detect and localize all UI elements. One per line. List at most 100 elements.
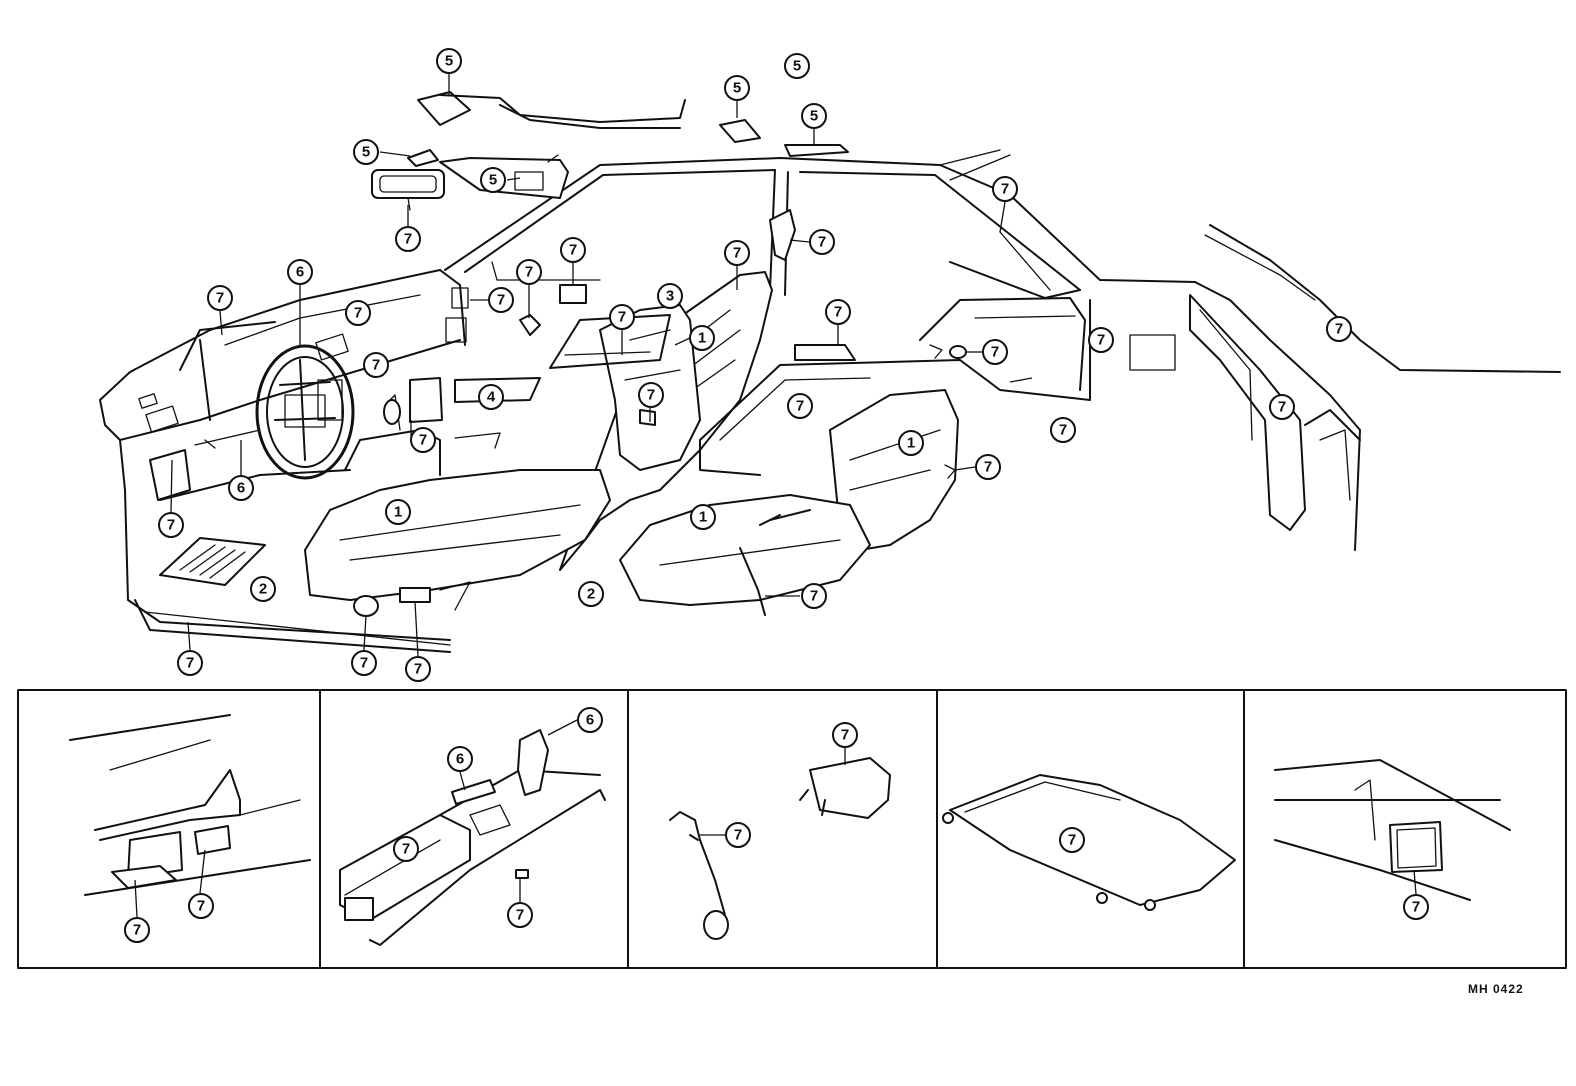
callout: 7: [724, 240, 750, 266]
svg-text:7: 7: [1097, 332, 1105, 349]
svg-text:7: 7: [402, 841, 410, 858]
inset-package-tray: [942, 774, 1236, 911]
svg-text:5: 5: [810, 108, 818, 125]
svg-text:7: 7: [372, 357, 380, 374]
svg-text:7: 7: [618, 309, 626, 326]
callout: 7: [982, 339, 1008, 365]
svg-text:7: 7: [834, 304, 842, 321]
callout: 7: [638, 382, 664, 408]
callout: 7: [158, 512, 184, 538]
inset-glovebox: [69, 714, 311, 896]
callout: 7: [725, 822, 751, 848]
callout: 1: [898, 430, 924, 456]
callout: 7: [351, 650, 377, 676]
callout: 2: [250, 576, 276, 602]
callout: 7: [363, 352, 389, 378]
drawing-code: MH 0422: [1468, 982, 1524, 996]
inset-console: [339, 729, 606, 946]
svg-text:5: 5: [489, 172, 497, 189]
callout: 1: [385, 499, 411, 525]
callout: 7: [1059, 827, 1085, 853]
svg-text:6: 6: [586, 712, 594, 729]
callout: 7: [405, 656, 431, 682]
svg-text:7: 7: [810, 588, 818, 605]
callout: 7: [516, 259, 542, 285]
svg-text:4: 4: [487, 389, 496, 406]
svg-text:7: 7: [1001, 181, 1009, 198]
svg-text:7: 7: [516, 907, 524, 924]
callout: 7: [609, 304, 635, 330]
inset-tools: [669, 757, 891, 940]
callout: 7: [188, 893, 214, 919]
svg-text:1: 1: [394, 504, 402, 521]
callout: 2: [578, 581, 604, 607]
svg-text:7: 7: [647, 387, 655, 404]
svg-text:7: 7: [796, 398, 804, 415]
svg-text:5: 5: [445, 53, 453, 70]
callout: 7: [488, 287, 514, 313]
svg-text:1: 1: [698, 330, 706, 347]
callout: 5: [480, 167, 506, 193]
svg-text:2: 2: [259, 581, 267, 598]
callout: 7: [832, 722, 858, 748]
callout: 6: [228, 475, 254, 501]
svg-text:7: 7: [1335, 321, 1343, 338]
svg-text:7: 7: [841, 727, 849, 744]
svg-text:7: 7: [419, 432, 427, 449]
callout: 7: [1088, 327, 1114, 353]
svg-text:7: 7: [525, 264, 533, 281]
inset-panels: [17, 689, 1567, 969]
svg-text:6: 6: [296, 264, 304, 281]
callout: 7: [1403, 894, 1429, 920]
svg-text:6: 6: [237, 480, 245, 497]
callout: 3: [657, 283, 683, 309]
callout: 7: [787, 393, 813, 419]
svg-text:7: 7: [984, 459, 992, 476]
svg-text:7: 7: [1059, 422, 1067, 439]
callout: 5: [784, 53, 810, 79]
callout: 7: [1269, 394, 1295, 420]
svg-text:2: 2: [587, 586, 595, 603]
callout: 6: [447, 746, 473, 772]
callout: 7: [345, 300, 371, 326]
leader-lines: [134, 74, 1417, 918]
svg-text:7: 7: [1278, 399, 1286, 416]
callout: 7: [410, 427, 436, 453]
callout: 6: [577, 707, 603, 733]
callout: 1: [689, 325, 715, 351]
svg-text:7: 7: [414, 661, 422, 678]
svg-text:7: 7: [733, 245, 741, 262]
callout: 1: [690, 504, 716, 530]
callout: 7: [507, 902, 533, 928]
svg-text:7: 7: [818, 234, 826, 251]
svg-text:5: 5: [362, 144, 370, 161]
svg-text:6: 6: [456, 751, 464, 768]
callout-bubbles: 5 5 5 5 5 5 7 7 7 7 7 7 6 7 7 7 7 3 7 1 …: [124, 48, 1352, 943]
overhead-accessories: [371, 91, 849, 211]
vehicle-interior-illustration: [99, 149, 1561, 653]
svg-text:7: 7: [497, 292, 505, 309]
svg-text:7: 7: [734, 827, 742, 844]
callout: 7: [1326, 316, 1352, 342]
callout: 5: [353, 139, 379, 165]
callout: 7: [395, 226, 421, 252]
svg-text:7: 7: [167, 517, 175, 534]
callout: 7: [1050, 417, 1076, 443]
svg-text:7: 7: [216, 290, 224, 307]
svg-text:7: 7: [991, 344, 999, 361]
callout: 7: [177, 650, 203, 676]
callout: 7: [801, 583, 827, 609]
callout: 5: [436, 48, 462, 74]
svg-text:3: 3: [666, 288, 674, 305]
inset-quarter-pocket: [1274, 759, 1511, 901]
callout: 5: [801, 103, 827, 129]
callout: 5: [724, 75, 750, 101]
svg-text:7: 7: [354, 305, 362, 322]
callout: 7: [207, 285, 233, 311]
svg-text:7: 7: [133, 922, 141, 939]
callout: 7: [992, 176, 1018, 202]
callout: 7: [393, 836, 419, 862]
svg-text:5: 5: [733, 80, 741, 97]
svg-text:7: 7: [197, 898, 205, 915]
